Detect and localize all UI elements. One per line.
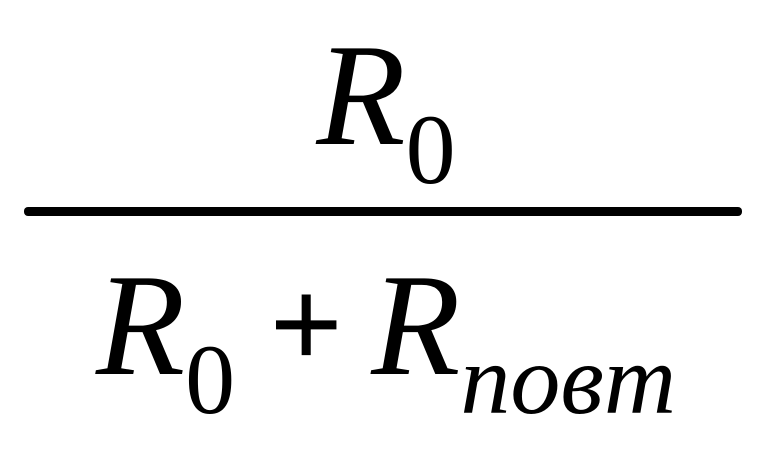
denominator: R 0 + R повт	[0, 250, 772, 440]
denominator-term-1: R 0	[96, 250, 235, 430]
fraction-bar	[24, 207, 742, 216]
numerator-variable: R	[316, 14, 406, 176]
denominator-term-2: R повт	[371, 250, 676, 430]
denominator-term-1-subscript: 0	[185, 324, 236, 435]
numerator-subscript: 0	[405, 94, 456, 205]
denominator-term-2-variable: R	[371, 244, 461, 406]
denominator-term-2-subscript: повт	[460, 324, 677, 435]
plus-operator: +	[269, 253, 344, 397]
denominator-term-1-variable: R	[95, 244, 186, 406]
numerator: R 0	[0, 20, 772, 200]
numerator-term: R 0	[316, 20, 455, 200]
